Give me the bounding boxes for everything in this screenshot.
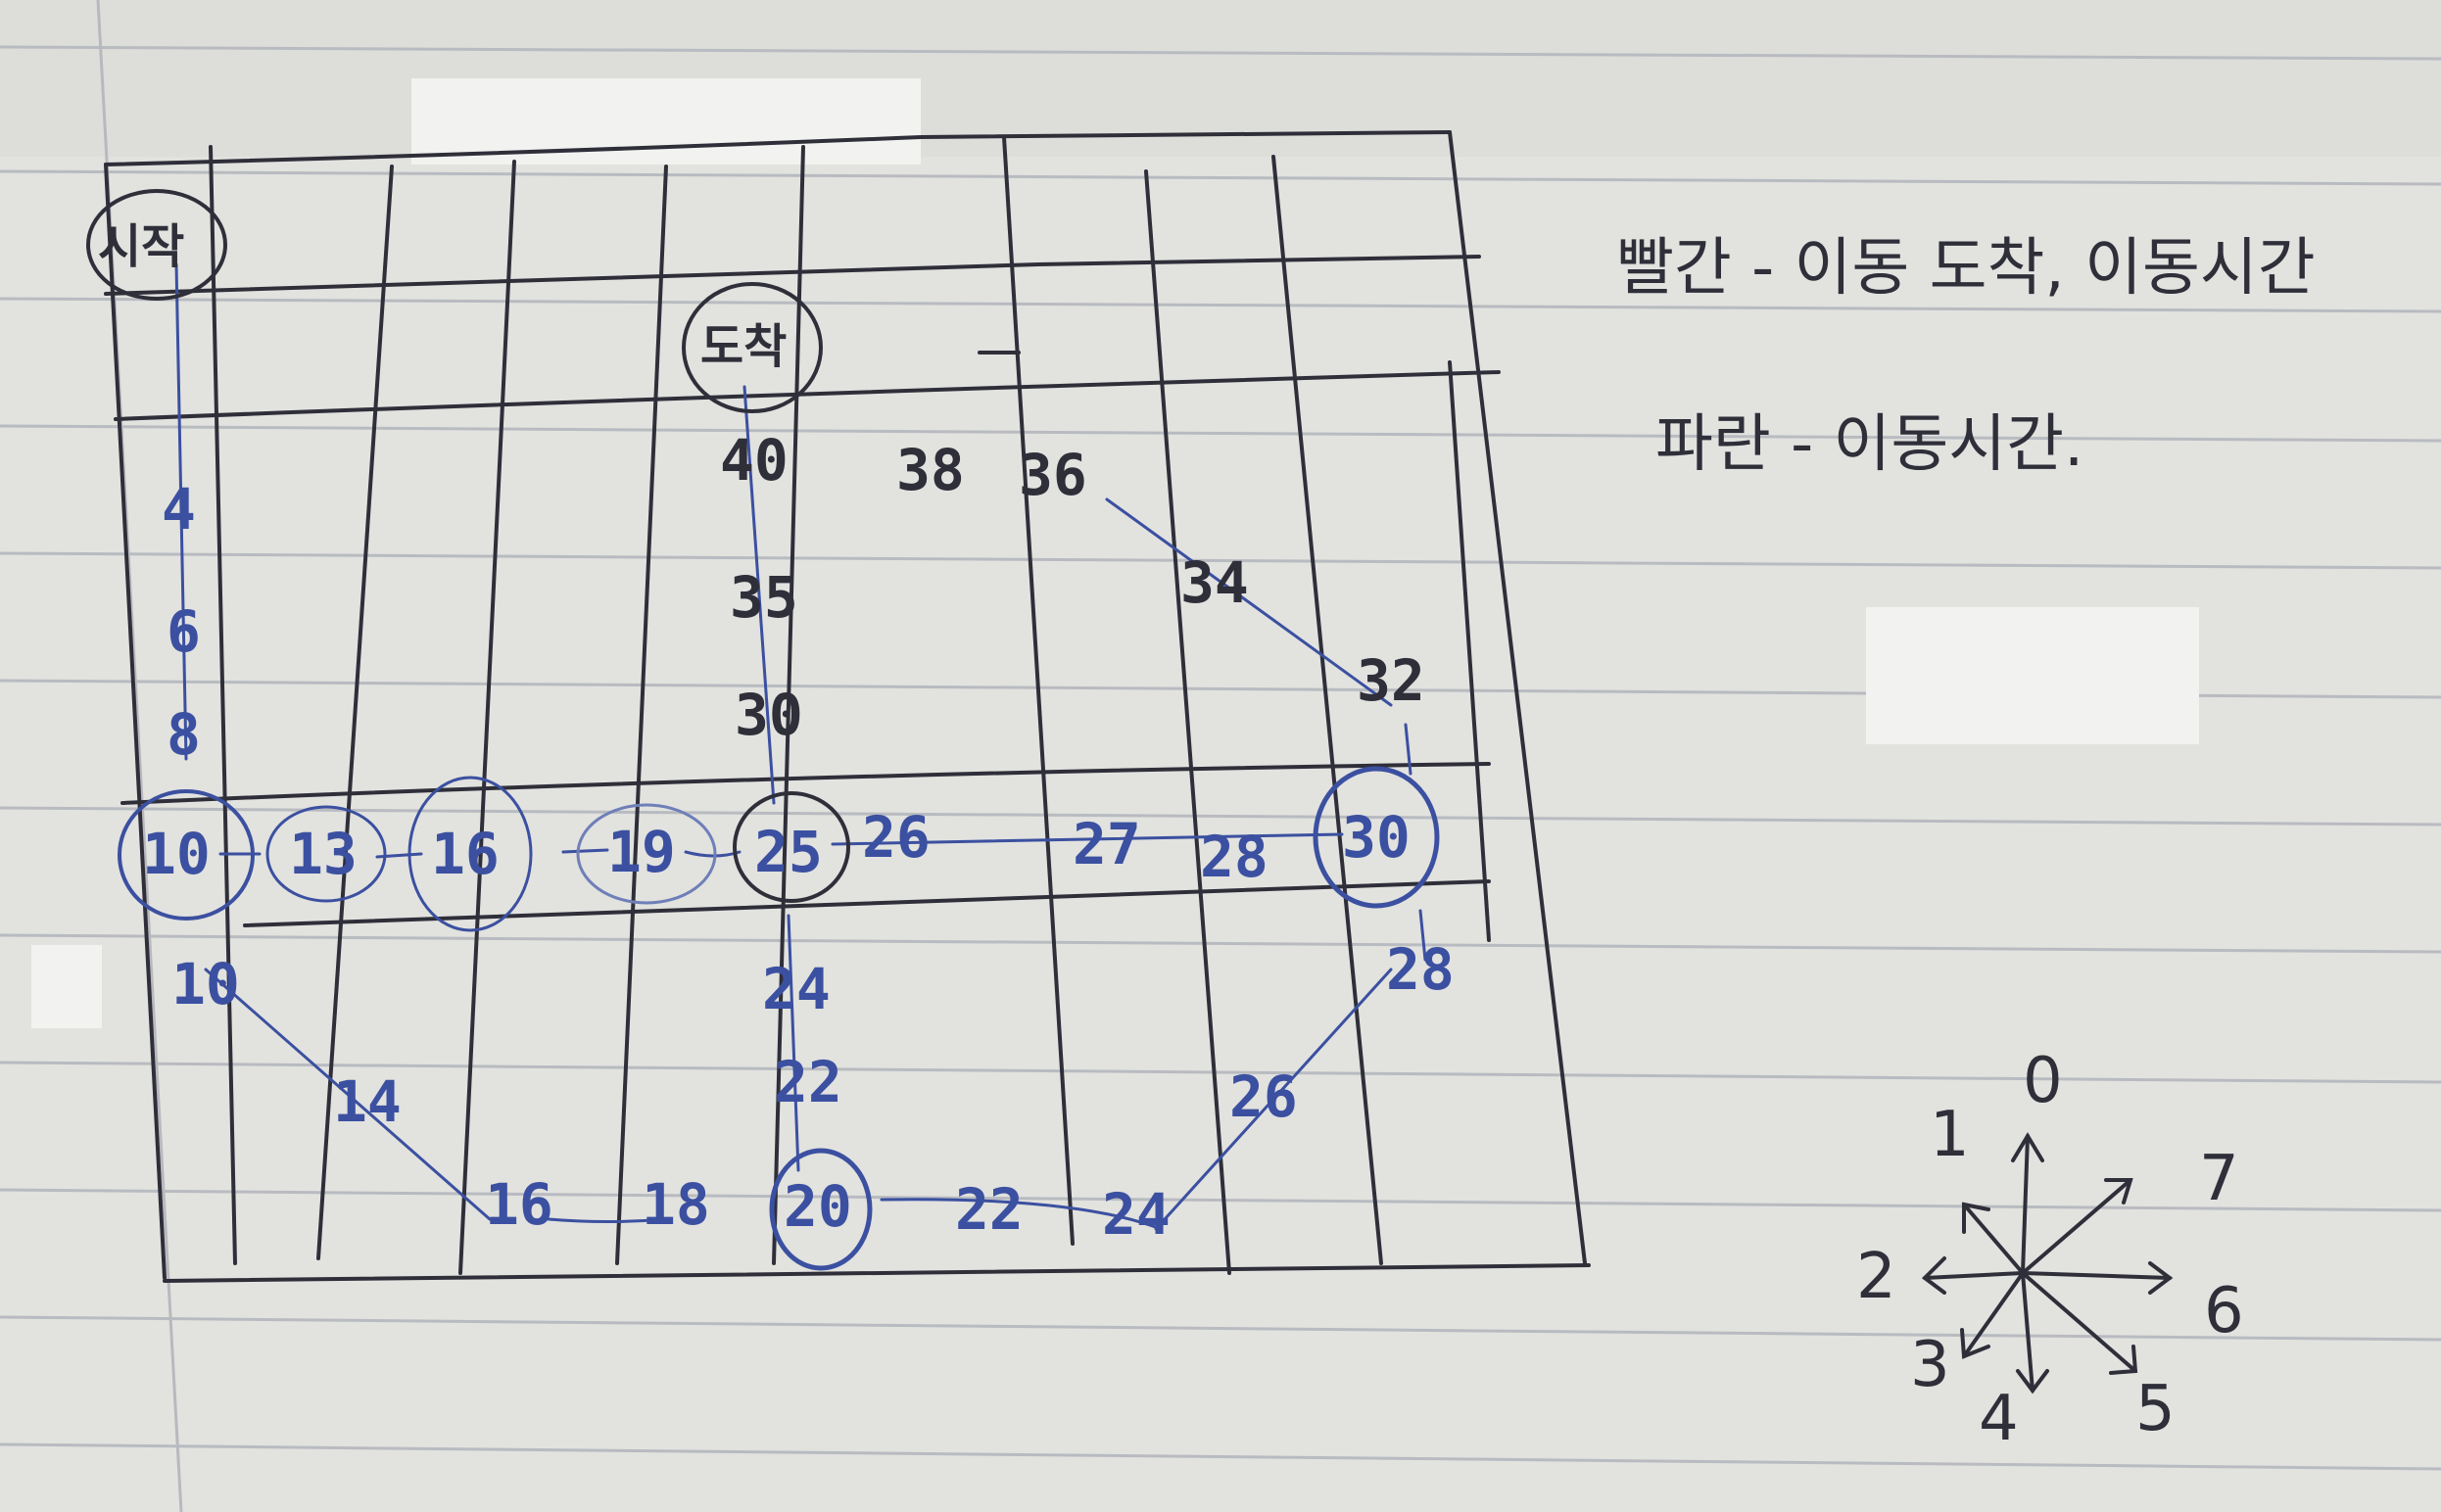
paper-shadow-top [0,0,2441,157]
node-16-circle [407,776,533,932]
node-20-circle [769,1148,873,1271]
bottom-node: 18 [642,1171,710,1238]
legend-note-blue: 파란 - 이동시간. [1655,408,2083,481]
cell-value: 8 [167,701,201,768]
start-label: 시작 [98,219,184,274]
compass-label: 1 [1930,1099,1970,1171]
compass-label: 7 [2199,1143,2239,1215]
corridor-node: 30 [1342,804,1411,871]
redaction-patches [31,78,2199,1028]
bottom-node: 10 [171,951,240,1017]
compass-label: 0 [2023,1045,2063,1117]
compass-label: 4 [1979,1383,2019,1455]
corridor-node: 13 [289,821,358,887]
legend-note-red: 빨간 - 이동 도착, 이동시간 [1616,232,2316,305]
bottom-node: 14 [333,1068,402,1135]
bottom-node: 28 [1386,936,1455,1003]
node-13-circle [265,805,387,903]
cell-value: 40 [720,427,789,494]
cell-value: 24 [762,956,831,1022]
bottom-node: 16 [485,1171,553,1238]
compass-label: 5 [2135,1373,2176,1445]
compass-label: 6 [2204,1275,2244,1347]
cell-value: 6 [167,598,201,665]
corridor-node: 28 [1200,824,1268,890]
bottom-node: 24 [1102,1181,1171,1248]
notebook-rule-lines [0,45,2441,1471]
node-10-circle [118,789,255,921]
corridor-node: 19 [607,819,676,885]
node-25-circle [733,791,850,903]
node-30-circle [1313,766,1440,909]
goal-label: 도착 [700,319,787,374]
cell-value: 34 [1180,549,1249,616]
corridor-node: 16 [431,821,500,887]
cell-value: 4 [162,476,196,543]
cell-value: 36 [1019,442,1087,508]
corridor-node: 27 [1073,811,1141,877]
cell-value: 22 [774,1049,842,1115]
node-19-circle [576,803,717,905]
cell-value: 30 [735,682,803,748]
corridor-node: 25 [754,819,823,885]
compass-label: 3 [1910,1329,1950,1401]
cell-value: 32 [1357,647,1425,714]
goal-node-circle [682,282,823,413]
cell-value: 35 [730,564,798,631]
corridor-node: 26 [862,804,931,871]
bottom-node: 26 [1229,1063,1298,1130]
bottom-node: 20 [784,1173,852,1240]
compass-label: 2 [1856,1241,1896,1313]
corridor-node: 10 [142,821,211,887]
start-node-circle [86,189,227,301]
circled-nodes [86,189,1440,1271]
bottom-node: 22 [955,1176,1024,1243]
direction-compass [1921,1132,2174,1394]
cell-value: 38 [896,437,965,503]
